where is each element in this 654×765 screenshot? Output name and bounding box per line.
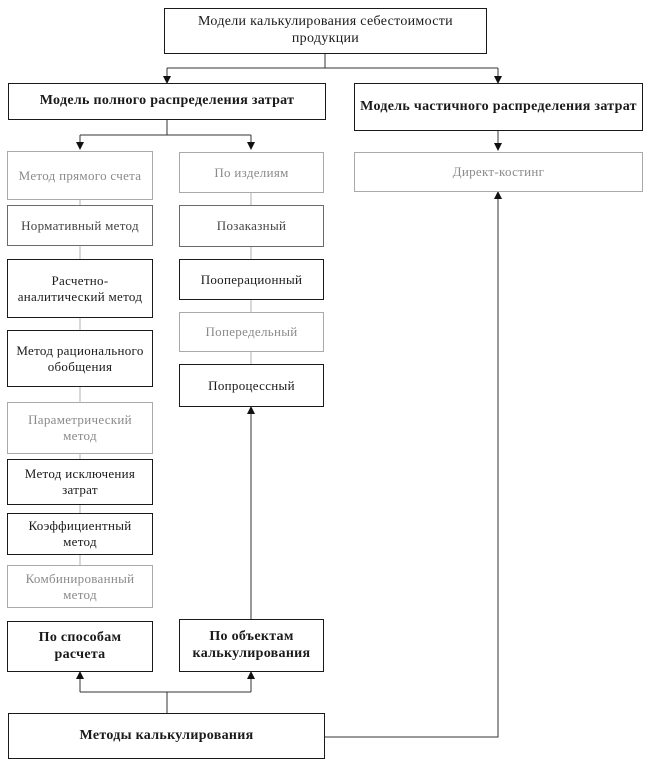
method-label: Нормативный метод (21, 217, 139, 233)
by-calc-box: По способам расчета (7, 621, 153, 672)
object-method-label: Попроцессный (208, 377, 295, 393)
method-label: Комбинированный метод (25, 570, 135, 602)
method-box-cost-exclusion: Метод исключения затрат (7, 459, 153, 505)
direct-costing-box: Директ-костинг (354, 152, 643, 192)
method-label: Коэффициентный метод (28, 518, 132, 549)
method-label: Метод прямого счета (18, 167, 142, 183)
method-label: Расчетно-аналитический метод (17, 272, 143, 304)
object-method-label: Попередельный (205, 324, 298, 340)
method-label: Параметрический метод (28, 412, 132, 443)
method-box-combined: Комбинированный метод (7, 565, 153, 608)
object-method-box-by-product: По изделиям (179, 152, 324, 193)
method-box-direct-count: Метод прямого счета (7, 151, 153, 200)
method-box-rational-generalization: Метод рационального обобщения (7, 330, 153, 387)
object-method-box-by-operation: Пооперационный (179, 259, 324, 300)
bottom-box: Методы калькулирования (8, 713, 325, 759)
by-objects-box: По объектам калькулирования (179, 619, 324, 672)
object-method-box-by-order: Позаказный (179, 205, 324, 247)
by-objects-label: По объектам калькулирования (192, 628, 311, 661)
object-method-box-by-process: Попроцессный (179, 364, 324, 407)
bottom-title: Методы калькулирования (79, 727, 254, 743)
method-box-calc-analytic: Расчетно-аналитический метод (7, 259, 153, 318)
method-box-normative: Нормативный метод (7, 205, 153, 246)
partial-model-box: Модель частичного распределения затрат (354, 83, 643, 131)
by-calc-label: По способам расчета (38, 629, 122, 662)
method-label: Метод исключения затрат (24, 466, 136, 497)
object-method-box-by-stage: Попередельный (179, 312, 324, 352)
object-method-label: Позаказный (216, 218, 287, 234)
partial-model-title: Модель частичного распределения затрат (360, 98, 637, 114)
method-label: Метод рационального обобщения (16, 342, 144, 374)
top-title: Модели калькулирования себестоимости про… (198, 14, 453, 46)
arrow-bottom-to-direct-costing (325, 191, 502, 738)
direct-costing-label: Директ-костинг (452, 164, 545, 180)
top-box: Модели калькулирования себестоимости про… (164, 8, 487, 54)
full-model-title: Модель полного распределения затрат (39, 93, 295, 109)
method-box-coefficient: Коэффициентный метод (7, 513, 153, 555)
full-model-box: Модель полного распределения затрат (8, 83, 326, 120)
object-method-label: По изделиям (214, 164, 289, 180)
method-box-parametric: Параметрический метод (7, 402, 153, 454)
object-method-label: Пооперационный (200, 271, 303, 287)
